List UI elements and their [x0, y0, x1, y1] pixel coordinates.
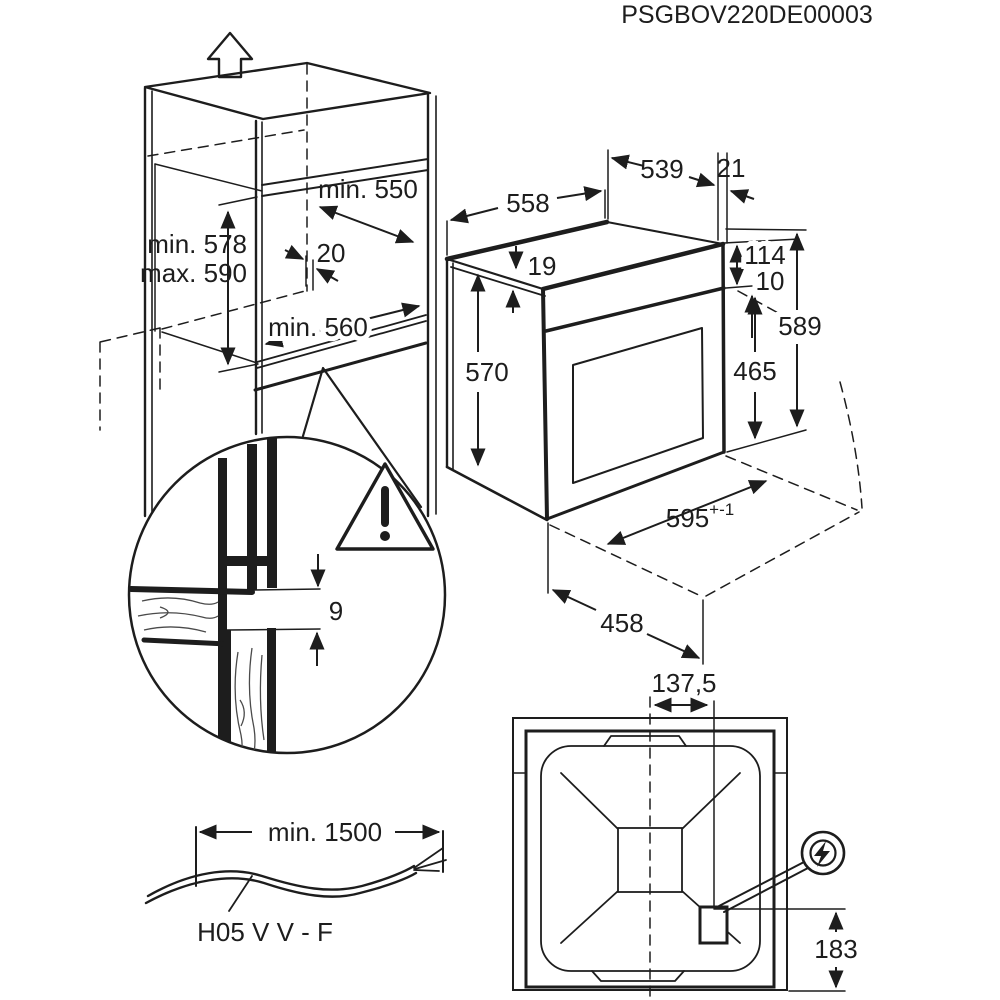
- dim-body-height: 570: [465, 357, 508, 387]
- oven-flange-section: [267, 438, 277, 588]
- junction-box: [698, 905, 729, 945]
- detail-circle: 9: [127, 435, 447, 755]
- oven-flange-section: [247, 444, 257, 590]
- dim-panel-height: 114: [744, 240, 785, 270]
- dim-top-offset: 10: [756, 266, 785, 296]
- dim-niche-height-max: max. 590: [140, 258, 247, 288]
- power-cable-icon: [144, 847, 447, 905]
- dim-door-height: 465: [733, 356, 776, 386]
- cabinet-panel-section: [218, 458, 227, 753]
- dim-floor-depth: 458: [600, 608, 643, 638]
- dim-front-width: 595+-1: [666, 500, 734, 533]
- lower-panel-section: [224, 630, 231, 753]
- warning-triangle-icon: [335, 462, 435, 551]
- dim-cable-length: min. 1500: [268, 817, 382, 847]
- dim-depth-with-door: 558: [506, 188, 549, 218]
- dim-height-total: 589: [778, 311, 821, 341]
- cable-type-label: H05 V V - F: [197, 917, 333, 947]
- dim-connection-offset-x: 137,5: [651, 668, 716, 698]
- document-code: PSGBOV220DE00003: [621, 1, 873, 29]
- dim-shelf-setback: 20: [317, 238, 346, 268]
- oven-diagram: 558 539 21 19 114 10 589 570: [444, 149, 863, 665]
- dim-top-gap: 19: [528, 251, 557, 281]
- electrical-hazard-icon: [800, 830, 846, 876]
- bracket-section: [222, 556, 270, 566]
- dim-rear-gap: 21: [717, 153, 746, 183]
- dim-niche-depth-top: min. 550: [318, 174, 418, 204]
- dim-niche-height-min: min. 578: [147, 229, 247, 259]
- cabinet-diagram: min. 578 max. 590 min. 550 20 min. 560: [99, 31, 437, 518]
- dim-vent-gap: 9: [329, 596, 343, 626]
- dim-niche-depth-bottom: min. 560: [268, 312, 368, 342]
- cable-diagram: min. 1500 H05 V V - F: [144, 817, 447, 947]
- lower-panel-section: [267, 628, 276, 753]
- dim-depth-body: 539: [640, 154, 683, 184]
- rear-view-diagram: 137,5 183: [512, 668, 863, 1000]
- up-arrow-icon: [206, 31, 254, 79]
- dim-connection-offset-y: 183: [814, 934, 857, 964]
